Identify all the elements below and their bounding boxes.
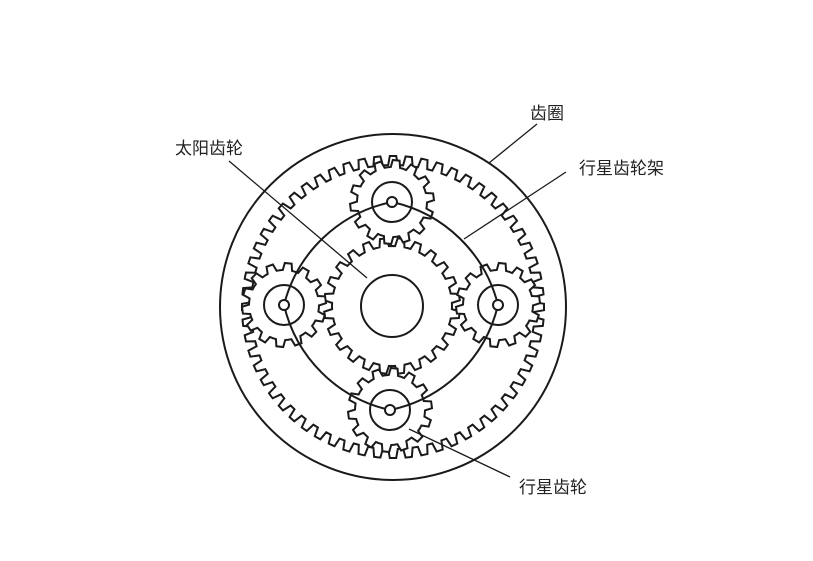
leader-line-sun-gear xyxy=(228,160,368,279)
planet-gear-pin xyxy=(492,299,504,311)
planet-gear-pin xyxy=(384,404,396,416)
leader-line-planet-gear xyxy=(408,428,511,478)
label-planet-carrier: 行星齿轮架 xyxy=(579,159,664,179)
leader-line-ring-gear xyxy=(488,123,538,164)
planet-gear-pin xyxy=(278,299,290,311)
planet-gear-boss xyxy=(371,181,413,223)
planet-gear-boss xyxy=(263,284,305,326)
planet-gear-boss xyxy=(369,389,411,431)
planet-gear-pin xyxy=(386,196,398,208)
leader-line-planet-carrier xyxy=(463,171,567,240)
sun-gear xyxy=(323,237,461,375)
label-planet-gear: 行星齿轮 xyxy=(519,478,587,498)
label-sun-gear: 太阳齿轮 xyxy=(175,139,243,159)
housing-circle xyxy=(219,133,567,481)
planet-gear-boss xyxy=(477,284,519,326)
label-ring-gear: 齿圈 xyxy=(530,104,564,124)
planet-hubs xyxy=(263,181,519,431)
sun-gear-bore xyxy=(360,274,424,338)
